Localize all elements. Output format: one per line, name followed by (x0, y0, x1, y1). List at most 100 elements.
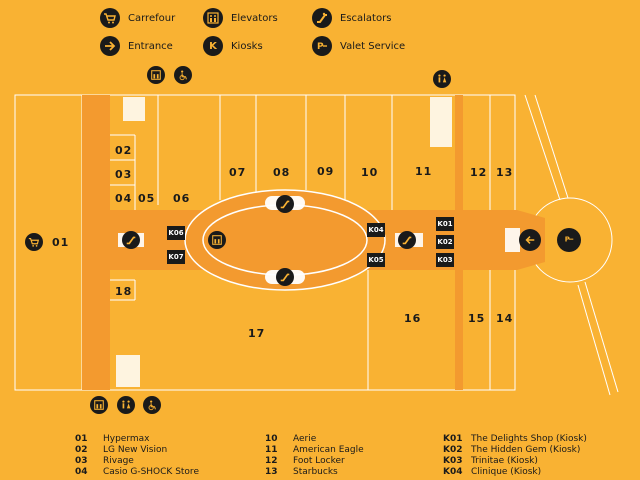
kiosk-k01[interactable]: K01 (436, 217, 454, 231)
restroom-icon (433, 70, 451, 88)
directory-column-3: K01 The Delights Shop (Kiosk) K02 The Hidd… (443, 434, 587, 478)
directory-code: K04 (443, 467, 463, 477)
directory-entry: 10 Aerie (265, 434, 364, 445)
directory-entry: 11 American Eagle (265, 445, 364, 456)
kiosk-k03[interactable]: K03 (436, 253, 454, 267)
directory-entry: 04 Casio G-SHOCK Store (75, 467, 199, 478)
kiosk-k04[interactable]: K04 (367, 223, 385, 237)
directory-entry: K01 The Delights Shop (Kiosk) (443, 434, 587, 445)
legend-label: Valet Service (340, 40, 406, 52)
unit-16-label: 16 (404, 312, 422, 325)
legend-elevators: Elevators (203, 8, 278, 28)
directory-code: 04 (75, 467, 88, 477)
directory-entry: 13 Starbucks (265, 467, 364, 478)
directory-code: 13 (265, 467, 278, 477)
entrance-icon (519, 229, 541, 251)
legend-valet: P Valet Service (312, 36, 405, 56)
directory-code: K01 (443, 434, 463, 444)
unit-07-label: 07 (229, 166, 247, 179)
directory-name: Aerie (293, 434, 317, 444)
directory-column-1: 01 Hypermax 02 LG New Vision 03 Rivage 04 Ca… (75, 434, 199, 478)
directory-name: Casio G-SHOCK Store (103, 467, 199, 477)
directory-name: Starbucks (293, 467, 338, 477)
directory-code: 12 (265, 456, 278, 466)
restroom-icon (117, 396, 135, 414)
carrefour-icon (100, 8, 120, 28)
directory-name: Foot Locker (293, 456, 345, 466)
directory-entry: K03 Trinitae (Kiosk) (443, 456, 587, 467)
unit-11-label: 11 (415, 165, 433, 178)
directory-entry: 02 LG New Vision (75, 445, 199, 456)
directory-code: K03 (443, 456, 463, 466)
unit-05-label: 05 (138, 192, 156, 205)
kiosk-k02[interactable]: K02 (436, 235, 454, 249)
directory-name: Clinique (Kiosk) (471, 467, 542, 477)
legend-label: Carrefour (128, 12, 176, 24)
kiosk-k05[interactable]: K05 (367, 253, 385, 267)
directory-code: 02 (75, 445, 88, 455)
legend-label: Entrance (128, 40, 173, 52)
directory-code: 10 (265, 434, 278, 444)
escalators-icon (122, 231, 140, 249)
legend-escalators: Escalators (312, 8, 391, 28)
directory-code: 03 (75, 456, 88, 466)
kiosk-k06[interactable]: K06 (167, 226, 185, 240)
unit-13-label: 13 (496, 166, 514, 179)
legend-carrefour: Carrefour (100, 8, 175, 28)
unit-06-label: 06 (173, 192, 191, 205)
unit-10-label: 10 (361, 166, 379, 179)
wc-accessible-icon (143, 396, 161, 414)
stairs-top-right (430, 97, 452, 147)
escalators-icon (276, 195, 294, 213)
directory-entry: K02 The Hidden Gem (Kiosk) (443, 445, 587, 456)
directory-entry: K04 Clinique (Kiosk) (443, 467, 587, 478)
directory-name: Hypermax (103, 434, 150, 444)
directory-code: 11 (265, 445, 278, 455)
unit-03-label: 03 (115, 168, 133, 181)
unit-17-label: 17 (248, 327, 266, 340)
escalators-icon (312, 8, 332, 28)
directory-name: Rivage (103, 456, 134, 466)
elevators-icon (208, 231, 226, 249)
legend-kiosks: K Kiosks (203, 36, 263, 56)
directory-name: Trinitae (Kiosk) (471, 456, 538, 466)
elevators-icon (90, 396, 108, 414)
directory-entry: 03 Rivage (75, 456, 199, 467)
directory-entry: 12 Foot Locker (265, 456, 364, 467)
legend-label: Escalators (340, 12, 392, 24)
directory-name: LG New Vision (103, 445, 168, 455)
unit-09-label: 09 (317, 165, 335, 178)
atrium-inner (202, 204, 368, 276)
directory-entry: 01 Hypermax (75, 434, 199, 445)
entrance-icon (100, 36, 120, 56)
legend-label: Elevators (231, 12, 278, 24)
stairs-top-left (123, 97, 145, 121)
legend-label: Kiosks (231, 40, 263, 52)
directory-code: K02 (443, 445, 463, 455)
escalators-icon (398, 231, 416, 249)
unit-18-label: 18 (115, 285, 133, 298)
unit-02-label: 02 (115, 144, 133, 157)
unit-15-label: 15 (468, 312, 486, 325)
wc-accessible-icon (174, 66, 192, 84)
directory-name: American Eagle (293, 445, 364, 455)
unit-12-label: 12 (470, 166, 488, 179)
carrefour-icon (25, 233, 43, 251)
directory-name: The Delights Shop (Kiosk) (471, 434, 587, 444)
directory-column-2: 10 Aerie 11 American Eagle 12 Foot Locker 1… (265, 434, 364, 478)
kiosk-k07[interactable]: K07 (167, 250, 185, 264)
svg-text:P: P (317, 42, 324, 52)
valet-service-icon: P (557, 228, 581, 252)
elevators-icon (203, 8, 223, 28)
unit-08-label: 08 (273, 166, 291, 179)
unit-14-label: 14 (496, 312, 514, 325)
elevators-icon (147, 66, 165, 84)
unit-01-label: 01 (52, 236, 70, 249)
directory-code: 01 (75, 434, 88, 444)
legend-entrance: Entrance (100, 36, 173, 56)
stairs-bottom-left (116, 355, 140, 387)
valet-service-icon: P (312, 36, 332, 56)
directory-name: The Hidden Gem (Kiosk) (471, 445, 581, 455)
escalators-icon (276, 268, 294, 286)
svg-text:P: P (565, 236, 570, 244)
